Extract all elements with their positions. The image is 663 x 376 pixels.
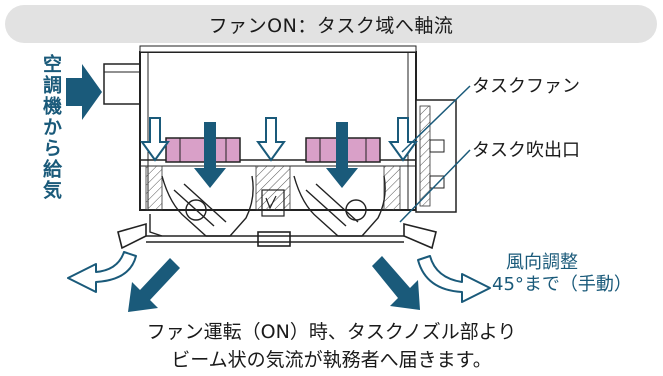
caption-line2: ビーム状の気流が執務者へ届きます。 [171,349,492,371]
adjust-arrow-right [417,255,491,303]
inlet-duct [103,63,141,105]
caption-line1: ファン運転（ON）時、タスクノズル部より [146,321,517,343]
title-bar: ファンON：タスク域へ軸流 [5,5,657,43]
task-fan-left [165,137,241,163]
task-outlet-label: タスク吹出口 [472,140,580,161]
supply-inlet-arrow [66,64,102,120]
intake-arrows [140,117,418,162]
diagram-title: ファンON：タスク域へ軸流 [208,14,454,37]
fan-flow-arrows [194,122,358,188]
leader-task-outlet [399,149,471,223]
adjust-arrow-left [67,251,137,293]
direction-label-line1: 風向調整 [506,252,578,273]
supply-air-label: 空調機から給気 [40,54,62,201]
direction-label-line2: 45°まで（手動） [492,274,632,295]
ceiling-panel [117,222,437,250]
jet-arrow-left [128,258,180,312]
jet-arrow-right [372,256,420,310]
task-fan-label: タスクファン [472,76,580,97]
leader-task-fan [401,85,471,153]
